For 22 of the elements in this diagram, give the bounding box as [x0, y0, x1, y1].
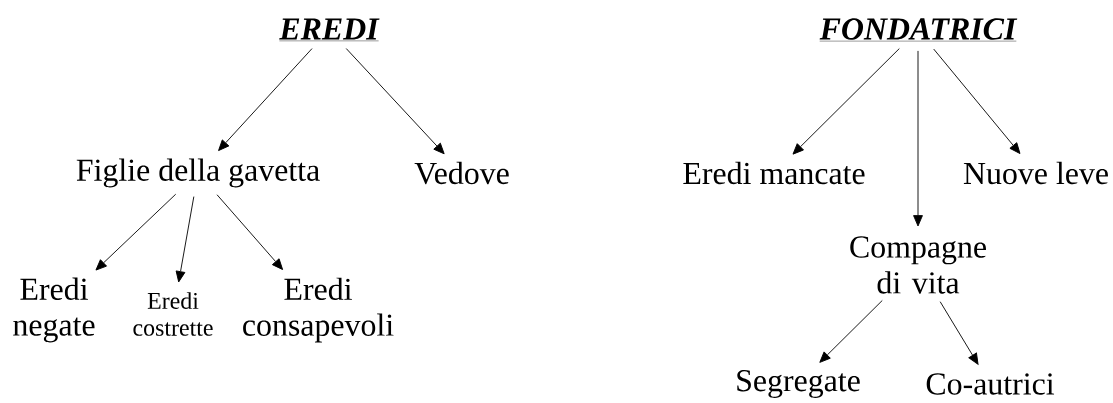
- category-label: Figlie della gavetta: [76, 158, 320, 188]
- category-label: Vedove: [414, 161, 509, 185]
- category-label: Co-autrici: [926, 373, 1055, 395]
- arrow: [218, 48, 313, 151]
- category-label: Compagne di vita: [850, 236, 986, 294]
- arrow: [933, 48, 1021, 154]
- arrow: [792, 48, 900, 155]
- category-label: Eredi costrette: [133, 292, 213, 336]
- arrow: [939, 301, 979, 365]
- arrow: [345, 48, 445, 155]
- section-heading: FONDATRICI: [819, 18, 1018, 42]
- arrow: [216, 194, 284, 270]
- arrow: [819, 300, 883, 363]
- category-label: Segregate: [737, 370, 860, 398]
- category-label: Nuove leve: [963, 161, 1108, 185]
- arrow: [913, 50, 923, 227]
- section-heading: EREDI: [279, 18, 380, 42]
- category-label: Eredi consapevoli: [243, 277, 394, 343]
- category-label: Eredi negate: [13, 277, 95, 343]
- arrow: [95, 193, 177, 271]
- arrow: [175, 196, 195, 283]
- category-label: Eredi mancate: [683, 161, 865, 185]
